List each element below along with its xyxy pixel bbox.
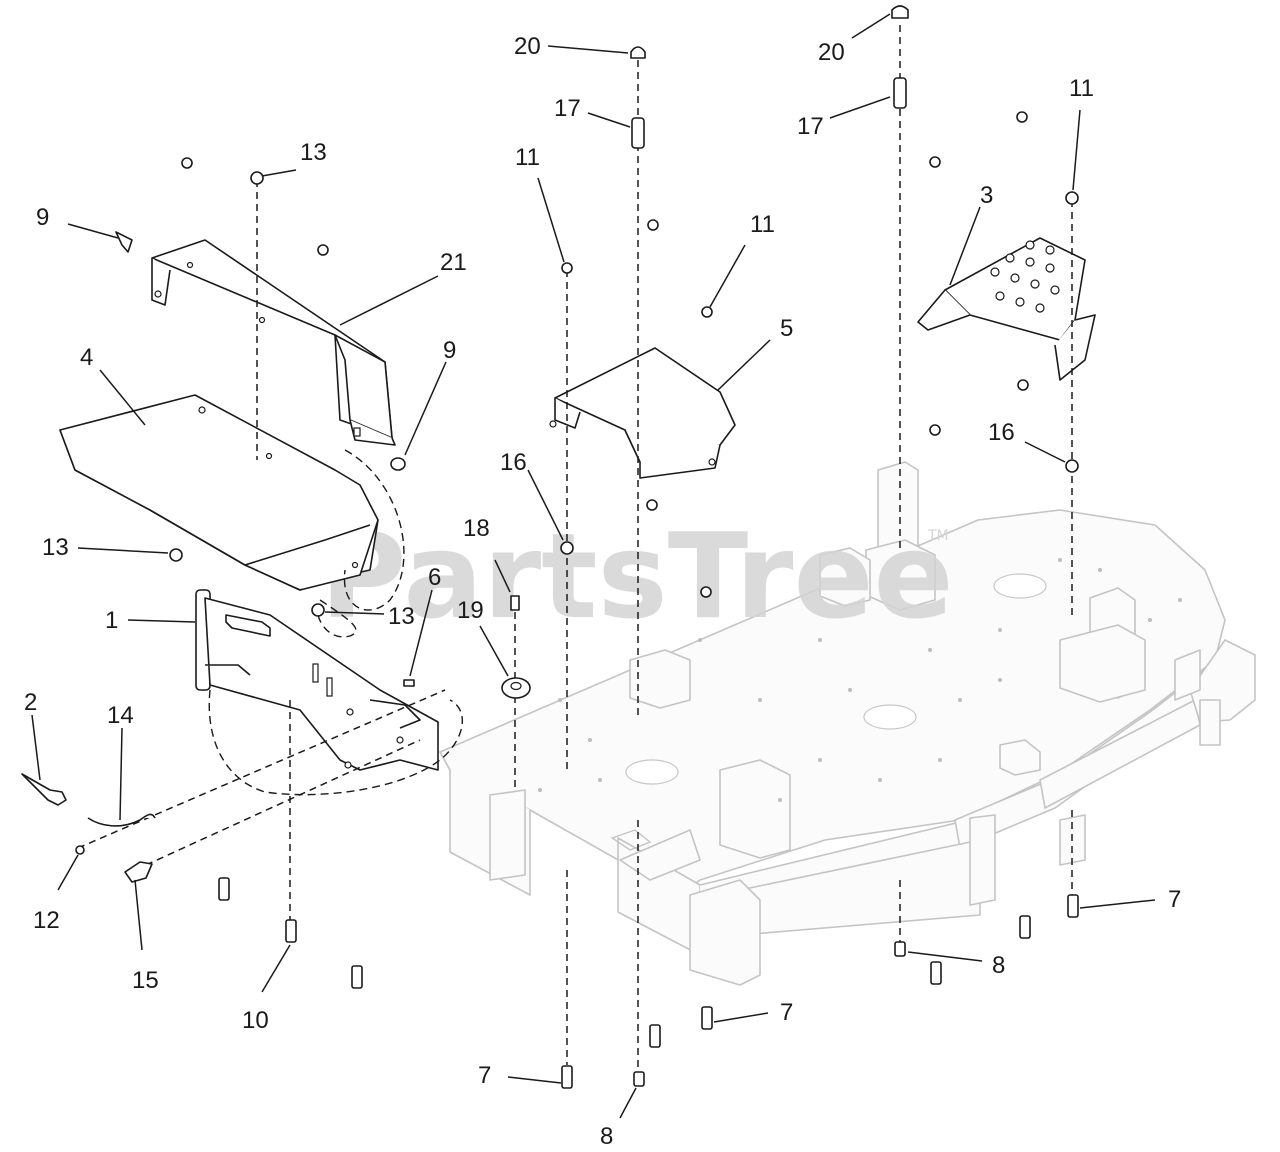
callout-18: 18 [463,515,490,542]
callout-15: 15 [132,967,159,994]
part-1-chute-mount-bracket [195,589,439,771]
callout-2: 2 [24,689,37,716]
callout-14: 14 [107,702,134,729]
callout-21: 21 [440,249,467,276]
callout-6: 6 [428,564,441,591]
callout-1: 1 [105,607,118,634]
part-5-deck-cover [549,347,736,479]
callout-11-left: 11 [515,144,540,171]
callout-7-bottom-left: 7 [478,1062,491,1089]
callout-7-bottom-middle: 7 [780,999,793,1026]
callout-17-right: 17 [797,113,824,140]
leader-lines [31,13,1156,1119]
assembly-lines [77,25,1073,1075]
callout-20-right: 20 [818,39,845,66]
callout-5: 5 [780,315,793,342]
callout-9-left: 9 [36,204,49,231]
callout-12: 12 [33,907,60,934]
callout-16-right: 16 [988,419,1015,446]
watermark-trademark: TM [927,528,949,544]
watermark: PartsTree [320,507,954,645]
callout-labels: 20 20 17 17 11 11 11 13 13 13 9 9 21 4 3… [24,33,1181,1150]
part-3-perforated-shield [917,237,1096,381]
callout-10: 10 [242,1007,269,1034]
callout-13-left: 13 [42,534,69,561]
callout-19: 19 [457,597,484,624]
hardware [21,5,1079,1089]
callout-17-left: 17 [554,95,581,122]
callout-4: 4 [80,344,93,371]
callout-3: 3 [980,182,993,209]
callout-20-left: 20 [514,33,541,60]
callout-11-right: 11 [1069,75,1094,102]
callout-13-lower: 13 [388,603,415,630]
part-4-discharge-chute [59,394,379,591]
callout-11-middle: 11 [750,211,775,238]
callout-9-right: 9 [443,337,456,364]
callout-13-top: 13 [300,139,327,166]
callout-7-right: 7 [1168,886,1181,913]
callout-8-right: 8 [992,952,1005,979]
mower-deck [439,461,1256,986]
callout-8-bottom: 8 [600,1123,613,1150]
part-21-chute-top-bracket [151,239,396,446]
callout-16-left: 16 [500,449,527,476]
